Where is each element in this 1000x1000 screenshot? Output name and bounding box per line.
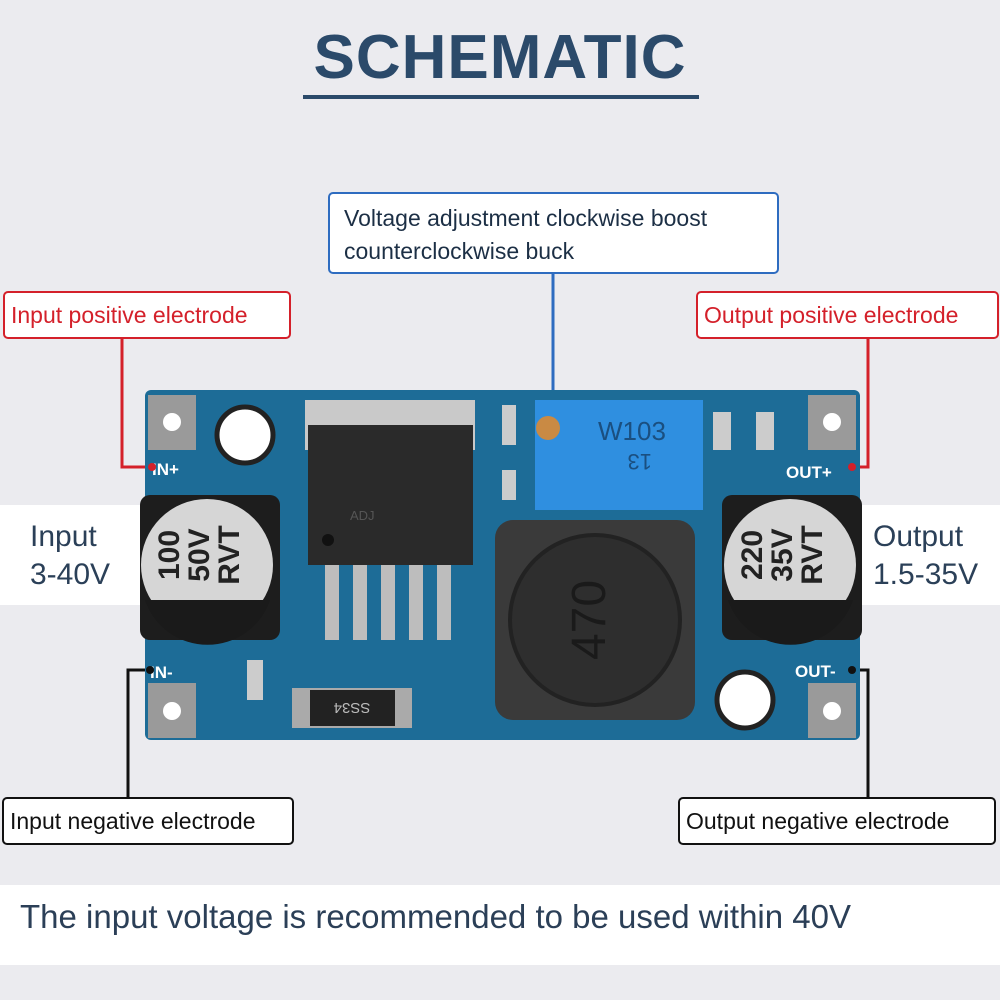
input-label: Input (30, 520, 97, 553)
input-negative-callout: Input negative electrode (2, 797, 294, 845)
input-positive-callout: Input positive electrode (3, 291, 291, 339)
potentiometer (535, 400, 703, 510)
ic-marking: ADJ (350, 508, 375, 523)
page-title: SCHEMATIC (313, 23, 687, 92)
diode (310, 690, 395, 726)
title-underline (303, 95, 699, 99)
regulator-ic (308, 425, 473, 565)
footer-note: The input voltage is recommended to be u… (20, 898, 851, 935)
input-cap-value: 100 (153, 530, 186, 580)
voltage-adjust-callout: Voltage adjustment clockwise boost count… (328, 192, 779, 274)
in-plus-label: IN+ (152, 460, 179, 479)
diode-marking: SS34 (334, 699, 371, 716)
footer-band (0, 885, 1000, 965)
output-cap-value: 220 (736, 530, 769, 580)
adjust-screw (536, 416, 560, 440)
output-cap-brand: RVT (796, 525, 829, 584)
out-plus-label: OUT+ (786, 463, 832, 482)
smd-components (247, 405, 774, 700)
callout-line-2: counterclockwise buck (344, 238, 575, 264)
output-negative-callout: Output negative electrode (678, 797, 996, 845)
input-capacitor (141, 499, 273, 631)
input-negative-leader (126, 668, 150, 797)
inductor-marking: 470 (563, 580, 616, 660)
pot-marking-2: 13 (628, 449, 652, 474)
input-spec: Input 3-40V (30, 518, 110, 594)
output-label: Output (873, 520, 964, 553)
input-cap-brand: RVT (213, 525, 246, 584)
output-positive-callout: Output positive electrode (696, 291, 999, 339)
callout-line-1: Voltage adjustment clockwise boost (344, 205, 708, 231)
output-spec: Output 1.5-35V (873, 518, 978, 594)
output-capacitor (724, 499, 856, 631)
out-minus-label: OUT- (795, 662, 836, 681)
input-range: 3-40V (30, 558, 111, 591)
output-cap-voltage: 35V (766, 528, 799, 581)
input-positive-leader (120, 338, 152, 469)
input-cap-voltage: 50V (183, 528, 216, 581)
output-range: 1.5-35V (873, 558, 979, 591)
in-minus-label: IN- (150, 663, 173, 682)
pot-marking-1: W103 (598, 416, 666, 446)
mounting-holes (163, 404, 841, 731)
ic-pins (325, 565, 451, 640)
